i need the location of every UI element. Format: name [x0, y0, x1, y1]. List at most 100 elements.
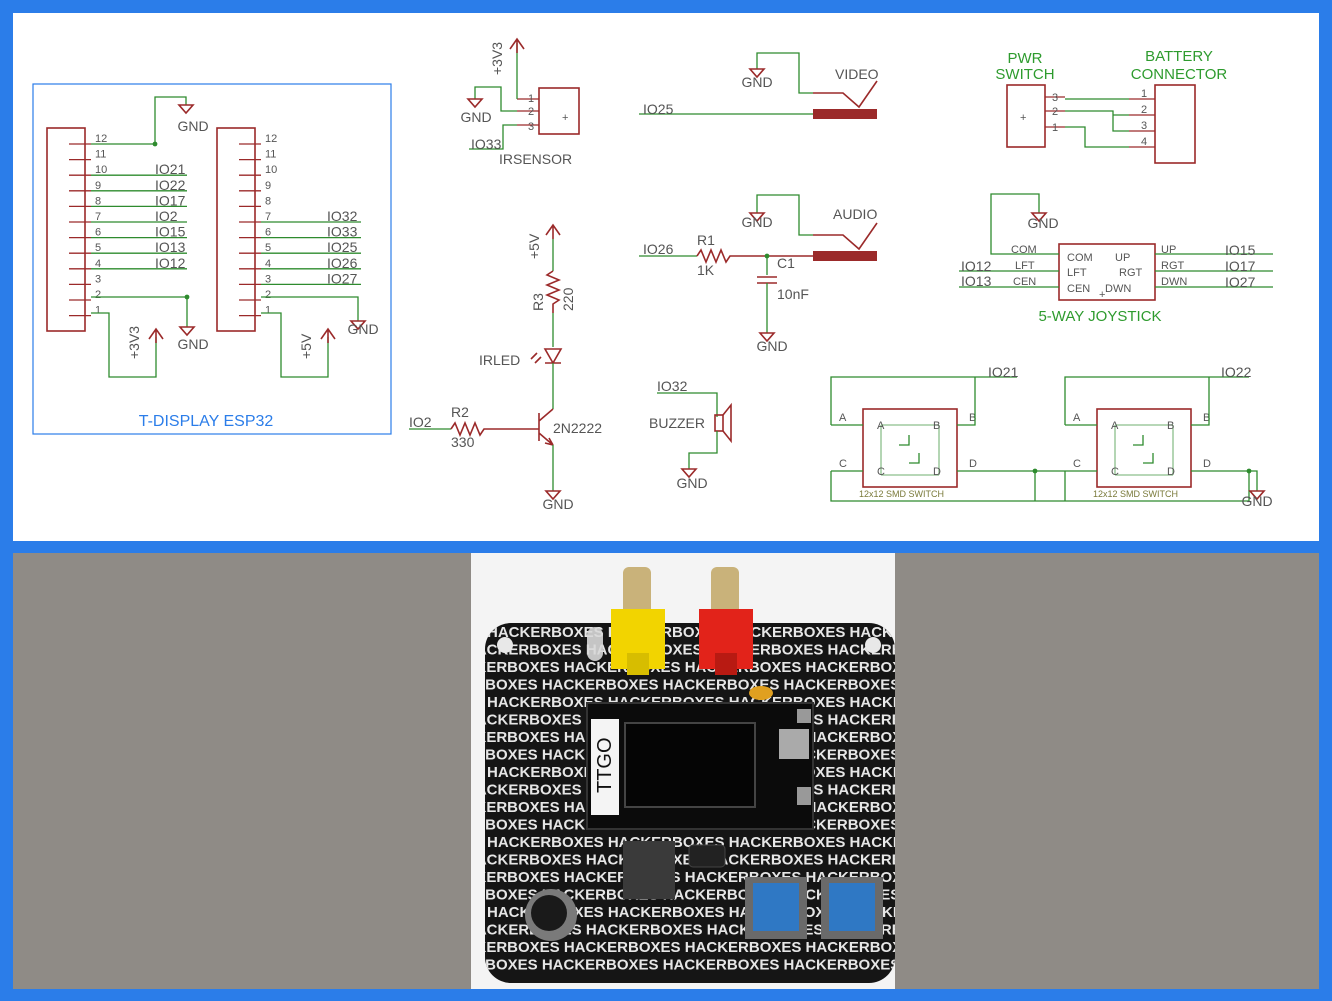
svg-text:LFT: LFT — [1067, 267, 1087, 279]
esp32-left-net-label: IO21 — [155, 161, 186, 177]
svg-text:A: A — [877, 420, 885, 432]
svg-text:GND: GND — [1027, 215, 1058, 231]
svg-text:IO15: IO15 — [1225, 242, 1256, 258]
svg-text:2: 2 — [1141, 104, 1147, 116]
joystick-gnd-symbol — [1030, 212, 1048, 223]
ir-led-photo — [587, 627, 603, 661]
svg-text:3: 3 — [1052, 92, 1058, 104]
esp32-right-net-label: IO33 — [327, 224, 358, 240]
svg-text:SWITCH: SWITCH — [995, 66, 1054, 83]
svg-text:RGT: RGT — [1161, 260, 1185, 272]
ir-sensor-block: + 1 2 3 +3V3 GND IO33 IRSENSOR — [460, 37, 580, 167]
esp32-right-pin-number: 5 — [265, 242, 271, 254]
video-jack-body — [813, 109, 877, 119]
capacitor-photo — [749, 686, 773, 700]
ir-sensor-label: IRSENSOR — [499, 151, 572, 167]
esp32-right-pin-number: 7 — [265, 211, 271, 223]
svg-text:GND: GND — [177, 118, 208, 134]
silkscreen-text: HACKERBOXES HACKERBOXES HACKERBOXES HACK… — [421, 677, 900, 694]
esp32-right-pin-number: 8 — [265, 195, 271, 207]
svg-text:1: 1 — [1141, 88, 1147, 100]
video-label: VIDEO — [835, 66, 879, 82]
esp32-gnd-wire-bottom — [91, 296, 188, 327]
smd-switches-block: A B C D A B C D 12x12 SMD SWITCH A B C D… — [830, 364, 1273, 509]
svg-text:B: B — [1167, 420, 1174, 432]
video-gnd-symbol — [748, 68, 766, 79]
esp32-right-pin-number: 10 — [265, 164, 277, 176]
svg-text:12x12 SMD SWITCH: 12x12 SMD SWITCH — [1093, 489, 1178, 499]
svg-text:CEN: CEN — [1013, 276, 1036, 288]
smd-switch-1 — [862, 408, 958, 488]
svg-text:330: 330 — [451, 434, 475, 450]
esp32-left-pin-number: 10 — [95, 164, 107, 176]
esp32-right-pin-number: 3 — [265, 273, 271, 285]
joystick-block: GND + COM LFT CEN COM LFT CEN UP RGT DWN… — [959, 193, 1273, 325]
irled-gnd-symbol — [544, 490, 562, 501]
ir-supply-arrow — [509, 37, 525, 53]
svg-text:A: A — [1073, 412, 1081, 424]
svg-text:220: 220 — [560, 287, 576, 311]
buzzer-label: BUZZER — [649, 415, 705, 431]
svg-text:UP: UP — [1161, 244, 1176, 256]
svg-text:A: A — [839, 412, 847, 424]
ir-gnd-wire — [474, 86, 517, 112]
smd-switch-2 — [1096, 408, 1192, 488]
esp32-5v-arrow: +5V — [298, 327, 336, 359]
svg-text:C: C — [1073, 458, 1081, 470]
ir-net-label: IO33 — [471, 136, 502, 152]
silkscreen-text: HACKERBOXES HACKERBOXES HACKERBOXES HACK… — [443, 939, 922, 956]
esp32-left-net-label: IO15 — [155, 224, 186, 240]
esp32-outline — [32, 83, 392, 435]
svg-text:IO27: IO27 — [1225, 274, 1256, 290]
buzzer-block: IO32 BUZZER GND — [649, 378, 732, 491]
esp32-left-pin-number: 8 — [95, 195, 101, 207]
svg-text:1: 1 — [528, 93, 534, 105]
svg-text:COM: COM — [1011, 244, 1037, 256]
esp32-right-pin-number: 4 — [265, 258, 271, 270]
esp32-right-net-label: IO26 — [327, 255, 358, 271]
svg-text:3: 3 — [528, 121, 534, 133]
svg-text:RGT: RGT — [1119, 267, 1143, 279]
rca-red-jack — [699, 567, 753, 675]
svg-text:R2: R2 — [451, 404, 469, 420]
ir-led-block: +5V R3 220 IRLED 2N2222 GND R2 330 — [409, 223, 602, 512]
svg-text:CEN: CEN — [1067, 283, 1090, 295]
svg-text:B: B — [933, 420, 940, 432]
svg-text:GND: GND — [1241, 493, 1272, 509]
esp32-left-pin-number: 12 — [95, 133, 107, 145]
pwr-switch-body — [1006, 84, 1046, 148]
esp32-left-net-label: IO2 — [155, 208, 178, 224]
esp32-right-pin-number: 9 — [265, 180, 271, 192]
svg-text:+5V: +5V — [298, 333, 314, 359]
c1-capacitor — [757, 276, 777, 284]
audio-jack-body — [813, 251, 877, 261]
svg-text:D: D — [1167, 466, 1175, 478]
esp32-left-pin-number: 2 — [95, 289, 101, 301]
irled-label: IRLED — [479, 352, 520, 368]
esp32-right-pin-number: 11 — [265, 149, 276, 161]
svg-text:GND: GND — [741, 74, 772, 90]
buzzer-net-label: IO32 — [657, 378, 688, 394]
esp32-gnd-symbol-right: GND — [347, 320, 379, 337]
blue-button-left — [745, 877, 807, 939]
esp32-left-header — [46, 127, 86, 332]
svg-text:2: 2 — [528, 106, 534, 118]
esp32-right-pin-number: 2 — [265, 289, 271, 301]
blue-button-right — [821, 877, 883, 939]
joystick-knob — [531, 895, 567, 931]
ir-sensor-photo — [688, 844, 726, 868]
video-net-label: IO25 — [643, 101, 674, 117]
esp32-3v3-wire — [91, 312, 157, 378]
esp32-left-pin-number: 4 — [95, 258, 101, 270]
svg-text:IO12: IO12 — [961, 258, 992, 274]
joystick-body — [1058, 243, 1156, 301]
power-block: PWR SWITCH BATTERY CONNECTOR + 3 2 1 1 2 — [995, 48, 1227, 164]
board-photo: HACKERBOXES HACKERBOXES HACKERBOXES HACK… — [421, 553, 922, 989]
svg-text:+: + — [1099, 289, 1105, 301]
svg-text:A: A — [1111, 420, 1119, 432]
svg-text:C: C — [877, 466, 885, 478]
esp32-left-pin-number: 5 — [95, 242, 101, 254]
